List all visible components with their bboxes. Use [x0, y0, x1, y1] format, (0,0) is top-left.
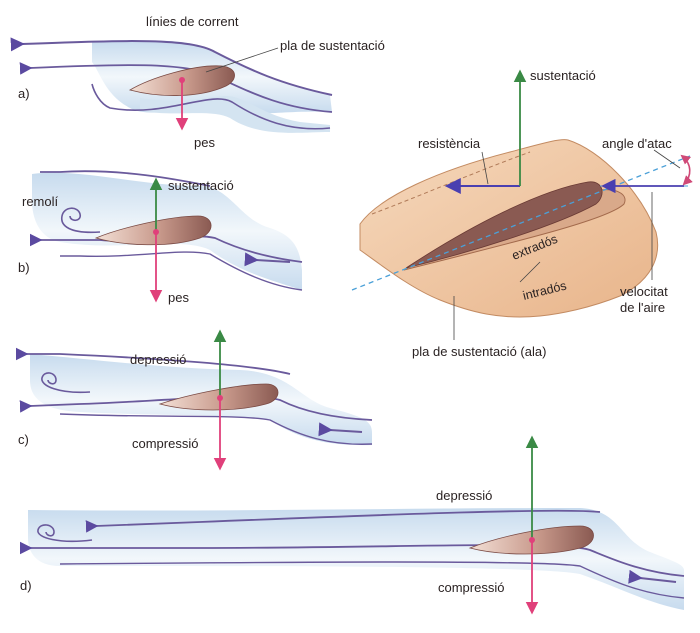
- angle-arc: [680, 154, 693, 186]
- flow-arrow-d: [628, 569, 677, 584]
- label-weight-b: pes: [168, 290, 189, 305]
- streamline-c-bottom: [59, 413, 373, 445]
- streamline-d-top: [85, 509, 601, 533]
- panel-letter-b: b): [18, 260, 30, 275]
- center-dot-c: [217, 395, 223, 401]
- streamline-d-bottom: [59, 561, 685, 599]
- chord-dashed-line: [351, 155, 691, 291]
- label-streamlines: línies de corrent: [146, 14, 239, 29]
- panel-b: sustentació remolí pes b): [18, 170, 303, 305]
- streamline-a-bottom: [91, 83, 331, 130]
- label-depression-d: depressió: [436, 488, 492, 503]
- leader-angle: [653, 149, 681, 169]
- flow-arrow-c: [318, 422, 363, 437]
- center-dot-a: [179, 77, 185, 83]
- label-air-speed-1: velocitat: [620, 284, 668, 299]
- panel-c: depressió compressió c): [15, 329, 373, 471]
- streamline-c-top: [15, 347, 291, 375]
- label-compression-c: compressió: [132, 436, 198, 451]
- panel-letter-c: c): [18, 432, 29, 447]
- vortex-d: [37, 524, 93, 543]
- streamline-a-top: [10, 37, 333, 96]
- label-lift-wing: sustentació: [530, 68, 596, 83]
- label-drag: resistència: [418, 136, 481, 151]
- label-depression-c: depressió: [130, 352, 186, 367]
- leader-drag: [481, 151, 489, 185]
- center-dot-d: [529, 537, 535, 543]
- label-lift-b: sustentació: [168, 178, 234, 193]
- leader-a: [205, 47, 279, 73]
- label-vortex: remolí: [22, 194, 59, 209]
- label-angle-of-attack: angle d'atac: [602, 136, 672, 151]
- label-wing: pla de sustentació (ala): [412, 344, 546, 359]
- vortex-b: [61, 207, 101, 234]
- stream-band-d: [28, 508, 684, 610]
- wing-3d: sustentació resistència angle d'atac ext…: [351, 68, 693, 359]
- panel-a: línies de corrent pla de sustentació pes…: [10, 14, 385, 150]
- stream-band-a2: [140, 95, 330, 133]
- label-weight-a: pes: [194, 135, 215, 150]
- center-dot-b: [153, 229, 159, 235]
- streamline-b-top: [40, 170, 211, 187]
- streamline-b-bottom: [60, 251, 303, 291]
- vortex-c: [41, 372, 91, 394]
- leader-lower-surface: [519, 261, 541, 283]
- panel-letter-d: d): [20, 578, 32, 593]
- label-air-speed-2: de l'aire: [620, 300, 665, 315]
- label-airfoil-a: pla de sustentació: [280, 38, 385, 53]
- flow-arrow-b: [244, 252, 291, 267]
- panel-letter-a: a): [18, 86, 30, 101]
- label-compression-d: compressió: [438, 580, 504, 595]
- panel-d: depressió compressió d): [19, 435, 685, 615]
